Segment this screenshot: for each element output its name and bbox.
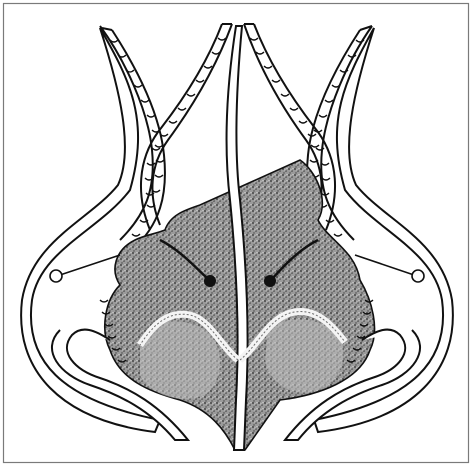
figure [0,0,473,467]
illustration [0,0,473,467]
